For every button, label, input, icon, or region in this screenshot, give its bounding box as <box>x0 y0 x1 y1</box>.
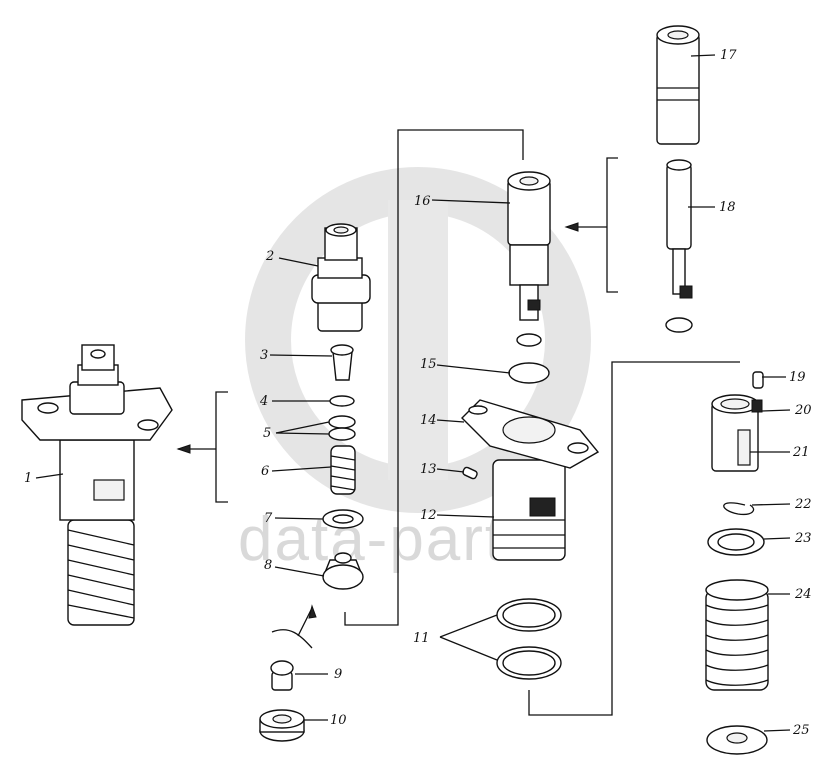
connector-frame-center <box>344 129 524 626</box>
callout-21: 21 <box>792 445 810 460</box>
callout-22: 22 <box>794 497 812 512</box>
callout-13: 13 <box>420 462 437 477</box>
part-12-14-housing <box>461 399 600 561</box>
part-11-seal-rings <box>496 598 562 680</box>
callout-7: 7 <box>264 511 273 526</box>
part-20-21-control-sleeve <box>711 394 763 472</box>
part-8-cap <box>322 552 364 590</box>
part-5-rings <box>328 415 356 441</box>
part-19-pin <box>752 371 764 389</box>
part-7-washer <box>322 509 364 529</box>
callout-12: 12 <box>420 508 437 523</box>
callout-16: 16 <box>414 194 431 209</box>
part-4-washer <box>329 395 355 407</box>
callout-19: 19 <box>789 370 806 385</box>
callout-18: 18 <box>719 200 736 215</box>
callout-23: 23 <box>794 531 812 546</box>
part-23-washer <box>707 528 765 556</box>
callout-6: 6 <box>261 464 269 479</box>
callout-24: 24 <box>794 587 812 602</box>
bracket-arrow-right <box>564 157 618 293</box>
callout-14: 14 <box>420 413 437 428</box>
watermark-text: data-parts <box>238 505 537 574</box>
part-1-pump-assembly <box>21 344 173 626</box>
callout-2: 2 <box>265 249 274 264</box>
part-2-fitting <box>311 223 371 332</box>
callout-4: 4 <box>259 394 268 409</box>
callout-1: 1 <box>24 471 32 486</box>
callout-15: 15 <box>420 357 437 372</box>
part-22-circlip <box>723 502 755 516</box>
part-25-spring-seat <box>706 725 768 755</box>
callout-25: 25 <box>792 723 810 738</box>
part-15-washer <box>508 362 550 384</box>
bracket-arrow-left <box>176 391 228 503</box>
callout-8: 8 <box>264 558 272 573</box>
part-13-pin <box>462 466 478 480</box>
part-18-plunger <box>665 159 693 333</box>
curved-arrow <box>271 604 317 649</box>
callout-17: 17 <box>720 48 737 63</box>
part-6-spring <box>330 445 356 495</box>
part-17-sleeve <box>656 25 700 145</box>
callout-9: 9 <box>334 667 342 682</box>
part-24-spring <box>705 579 769 691</box>
callout-11: 11 <box>413 631 430 646</box>
part-9-screw <box>270 660 294 691</box>
part-10-nut <box>259 709 305 742</box>
connector-frame-right <box>528 361 740 716</box>
part-3-valve <box>330 344 354 381</box>
callout-5: 5 <box>263 426 271 441</box>
callout-3: 3 <box>260 348 268 363</box>
leader-lines <box>35 54 791 732</box>
callout-20: 20 <box>794 403 812 418</box>
part-16-plunger-barrel <box>507 171 551 347</box>
callout-10: 10 <box>330 713 347 728</box>
